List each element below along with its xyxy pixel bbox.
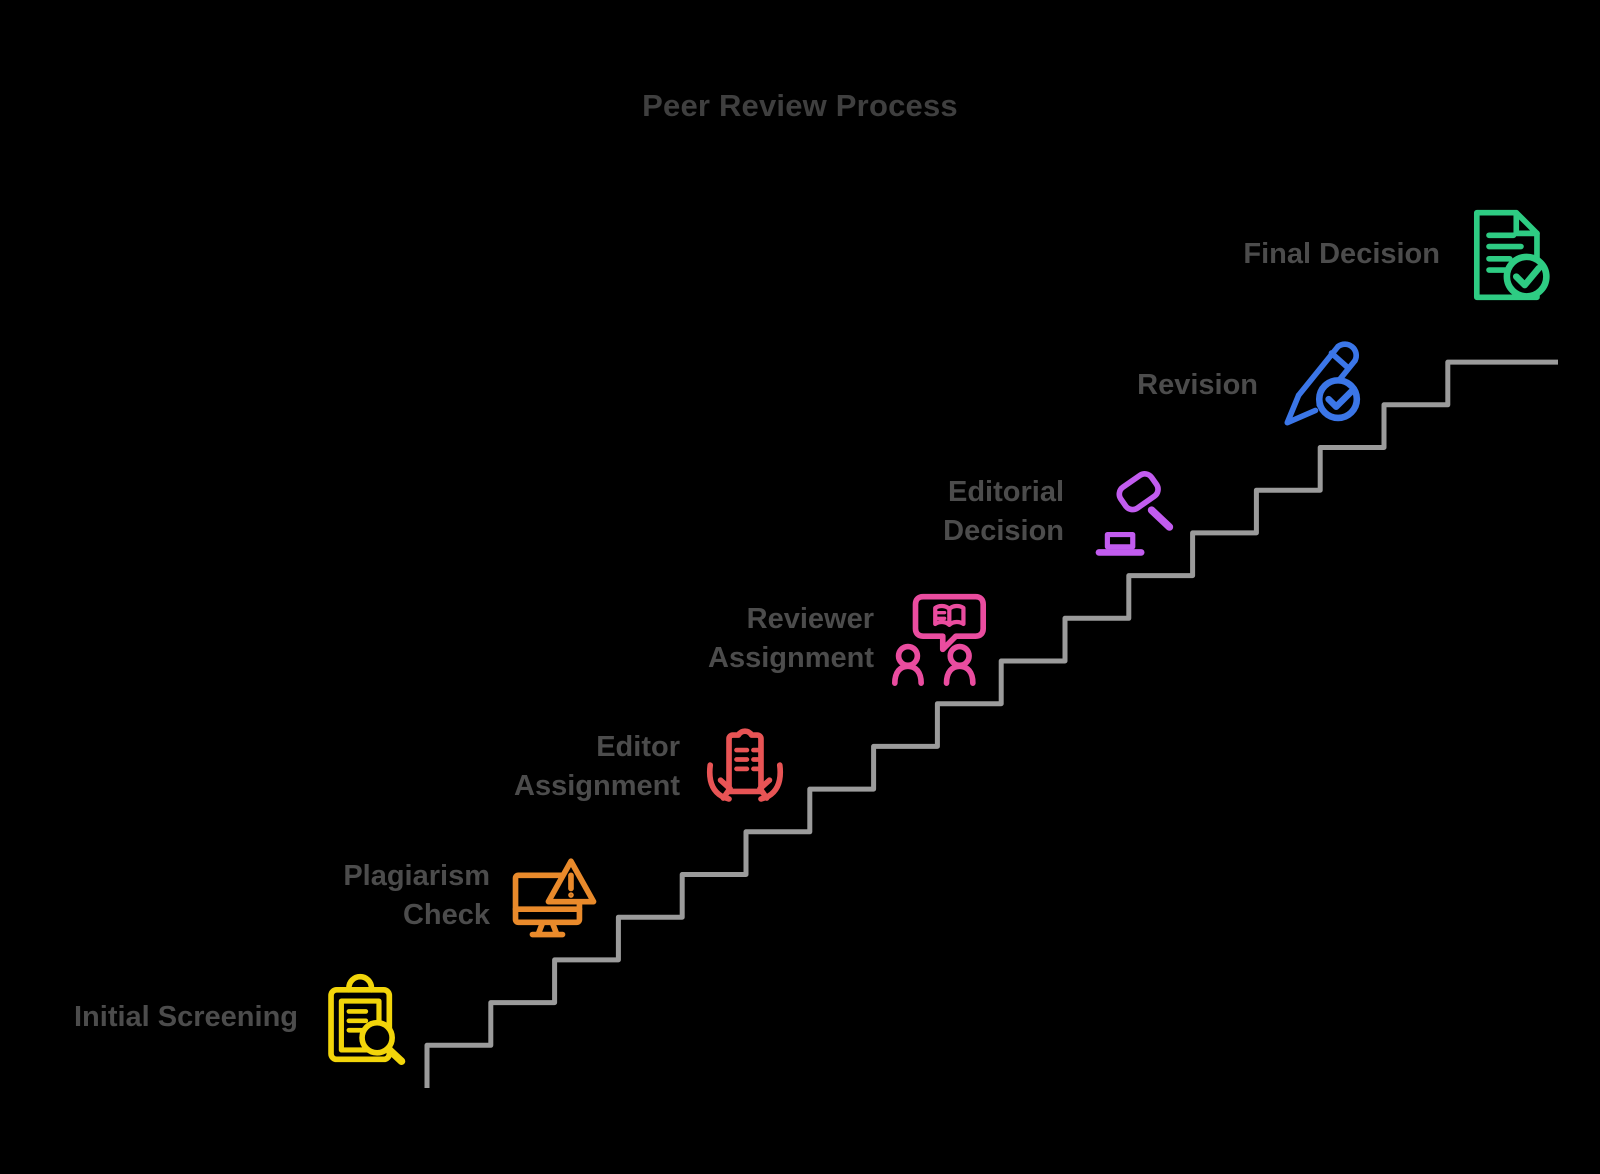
step-plagiarism-check: Plagiarism Check: [182, 836, 602, 956]
step-final-decision: Final Decision: [1132, 195, 1552, 315]
step-revision: Revision: [950, 326, 1370, 446]
step-label: Reviewer Assignment: [708, 602, 874, 674]
step-label: Editor Assignment: [514, 730, 680, 802]
clipboard-search-icon: [328, 973, 406, 1065]
step-label: Initial Screening: [74, 1001, 298, 1034]
step-label: Final Decision: [1243, 238, 1440, 271]
step-initial-screening: Initial Screening: [0, 958, 410, 1078]
hands-document-icon: [706, 728, 784, 802]
people-discussion-icon: [892, 593, 986, 686]
pencil-check-icon: [1284, 341, 1361, 426]
gavel-icon: [1095, 471, 1174, 556]
step-editorial-decision: Editorial Decision: [756, 452, 1176, 572]
staircase-path: [424, 359, 1558, 1088]
step-reviewer-assignment: Reviewer Assignment: [566, 579, 986, 699]
monitor-warning-icon: [512, 858, 597, 938]
document-check-icon: [1473, 209, 1550, 301]
step-label: Plagiarism Check: [343, 859, 490, 931]
step-label: Revision: [1137, 369, 1258, 402]
step-label: Editorial Decision: [943, 475, 1064, 547]
step-editor-assignment: Editor Assignment: [372, 707, 792, 827]
page-title: Peer Review Process: [642, 88, 958, 123]
